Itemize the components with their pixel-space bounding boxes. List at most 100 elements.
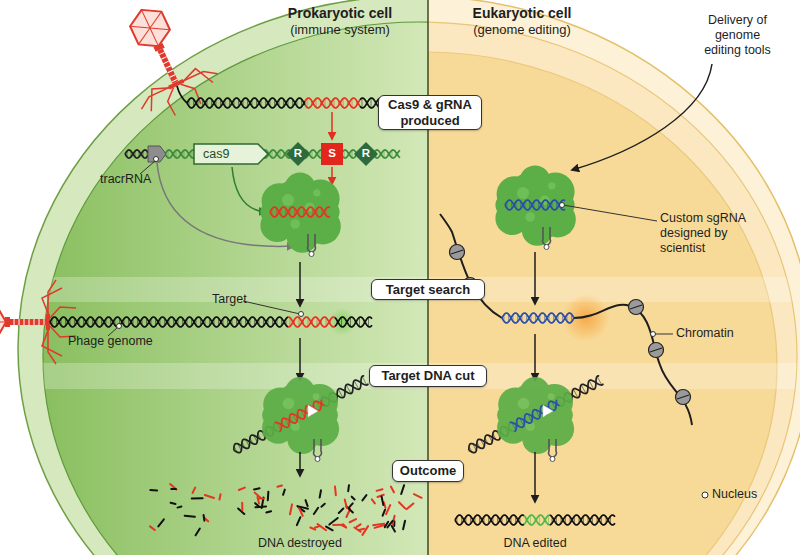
dna-strand [150, 150, 400, 158]
dna-rung [371, 98, 372, 108]
dna-rung [196, 152, 197, 155]
dna-rung [355, 320, 356, 323]
dna-fragment [185, 516, 195, 517]
dna-rung [479, 516, 480, 524]
tail-fiber [181, 80, 202, 108]
step-label: Target search [386, 282, 470, 298]
dna-rung [204, 152, 205, 155]
tail-fiber [48, 280, 56, 315]
cell-panel: Prokaryotic cell(immune system)cas9RSR [25, 0, 428, 555]
callout-label: tracrRNA [100, 172, 170, 187]
dna-rung [124, 319, 125, 325]
dna-rung [228, 152, 229, 155]
dna-rung [304, 150, 305, 157]
dna-fragment [382, 496, 384, 505]
text-area: cas9 [193, 143, 269, 165]
tail-ring [161, 57, 166, 60]
panel-subtitle: (genome editing) [437, 22, 607, 38]
dna-rung [260, 152, 261, 155]
protein-lobe [318, 201, 340, 223]
dna-rung [97, 319, 98, 325]
dna-rung [290, 318, 291, 327]
dna-rung [610, 516, 611, 524]
step-label: Cas9 & gRNA produced [383, 97, 477, 128]
dna-strand [524, 515, 550, 525]
dna-rung [354, 381, 359, 390]
dna-rung [540, 315, 541, 321]
dna-rung [229, 99, 230, 107]
dna-fragment [362, 495, 366, 500]
dna-rung [211, 99, 212, 107]
step-box: Target search [371, 279, 485, 300]
dna-group [466, 375, 603, 454]
dna-fragment [357, 524, 361, 527]
protein-texture [517, 187, 529, 199]
dna-fragment [238, 508, 244, 514]
tail-ring [163, 61, 168, 64]
gene-arrow: cas9 [193, 143, 269, 165]
dna-rung [384, 150, 385, 157]
dna-rung [110, 318, 111, 326]
dna-fragment [393, 516, 395, 524]
dna-strand [125, 150, 150, 158]
diamond-outline [354, 142, 378, 166]
dna-rung [276, 152, 277, 155]
step-band [0, 363, 800, 389]
dna-rung [216, 100, 217, 106]
tail-ring [14, 319, 15, 325]
text-area: Outcome [393, 461, 463, 481]
dna-rung [224, 150, 225, 157]
dna-rung [293, 414, 297, 422]
dna-fragment [333, 524, 343, 526]
dna-rung [307, 99, 308, 108]
dna-rung [338, 101, 339, 106]
protein-lobe [497, 405, 518, 426]
dna-strand [187, 98, 305, 108]
phage-tail [10, 319, 46, 325]
dna-rung [245, 318, 246, 326]
repeat-label: R [294, 147, 302, 161]
dna-rung [252, 152, 253, 155]
dna-rung [507, 202, 508, 208]
dna-strand [187, 98, 305, 108]
dna-rung [305, 409, 307, 413]
dna-rung [535, 314, 536, 322]
dna-rung [320, 150, 321, 157]
dna-fragment [399, 502, 405, 508]
dna-rung [151, 319, 152, 325]
dna-rung [337, 320, 338, 323]
dna-rung [135, 151, 136, 157]
dna-rung [70, 319, 71, 325]
dna-rung [301, 410, 305, 418]
flow-arrow [157, 163, 294, 246]
dna-rung [270, 100, 271, 106]
tail-ring [39, 319, 40, 325]
dna-rung [552, 517, 553, 523]
cell-panel: Eukaryotic cell(genome editing) [428, 0, 800, 555]
leader-dot [560, 203, 565, 208]
dna-fragment [299, 507, 303, 515]
nucleosome [629, 300, 644, 315]
dna-rung [526, 314, 527, 322]
dna-rung [470, 516, 471, 524]
callout-label: Nucleus [712, 487, 782, 502]
dna-rung [308, 209, 309, 215]
dna-rung [178, 319, 179, 325]
nucleosome [676, 390, 691, 405]
tail-fiber [48, 329, 56, 364]
tail-ring [34, 319, 35, 325]
dna-rung [311, 101, 312, 106]
flow-arrow [534, 252, 536, 304]
dna-strand [305, 98, 360, 108]
dna-rung [567, 315, 568, 321]
dna-rung [268, 152, 269, 155]
bacteriophage [103, 0, 226, 127]
dna-fragment [205, 495, 214, 498]
dna-rung [164, 318, 165, 326]
dna-rung [317, 209, 318, 215]
dna-rung [137, 318, 138, 326]
dna-fragment [391, 487, 394, 493]
leader-line [563, 205, 657, 221]
tail-ring [170, 75, 175, 78]
dna-rung [484, 517, 485, 523]
